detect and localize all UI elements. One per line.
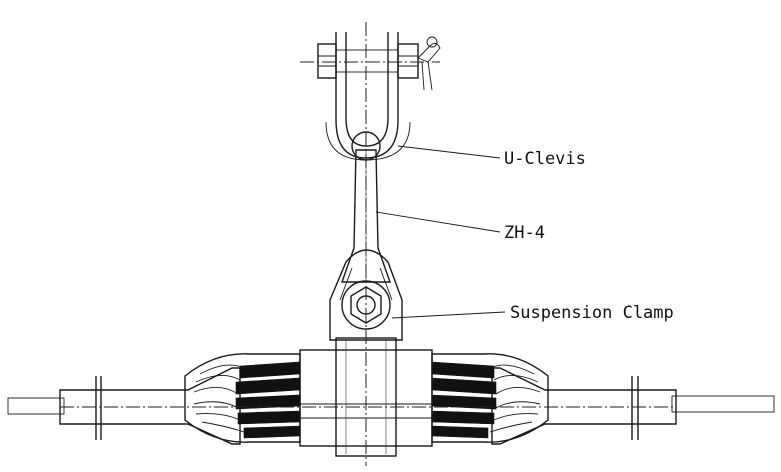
armor-rod-left (59, 367, 241, 445)
cotter-pin (417, 36, 441, 91)
label-suspension-clamp: Suspension Clamp (510, 303, 674, 323)
bare-conductor-right (671, 395, 775, 413)
clamp-keeper (329, 249, 403, 341)
helical-rods-left (184, 353, 301, 443)
helical-rods-right (431, 353, 549, 443)
label-u-clevis: U-Clevis (504, 149, 586, 169)
u-clevis (317, 32, 419, 161)
bare-conductor-left (7, 397, 65, 415)
armor-rod-right (491, 367, 677, 445)
label-zh4: ZH-4 (504, 223, 545, 243)
leader-lines (375, 145, 506, 319)
center-lines (60, 22, 676, 466)
